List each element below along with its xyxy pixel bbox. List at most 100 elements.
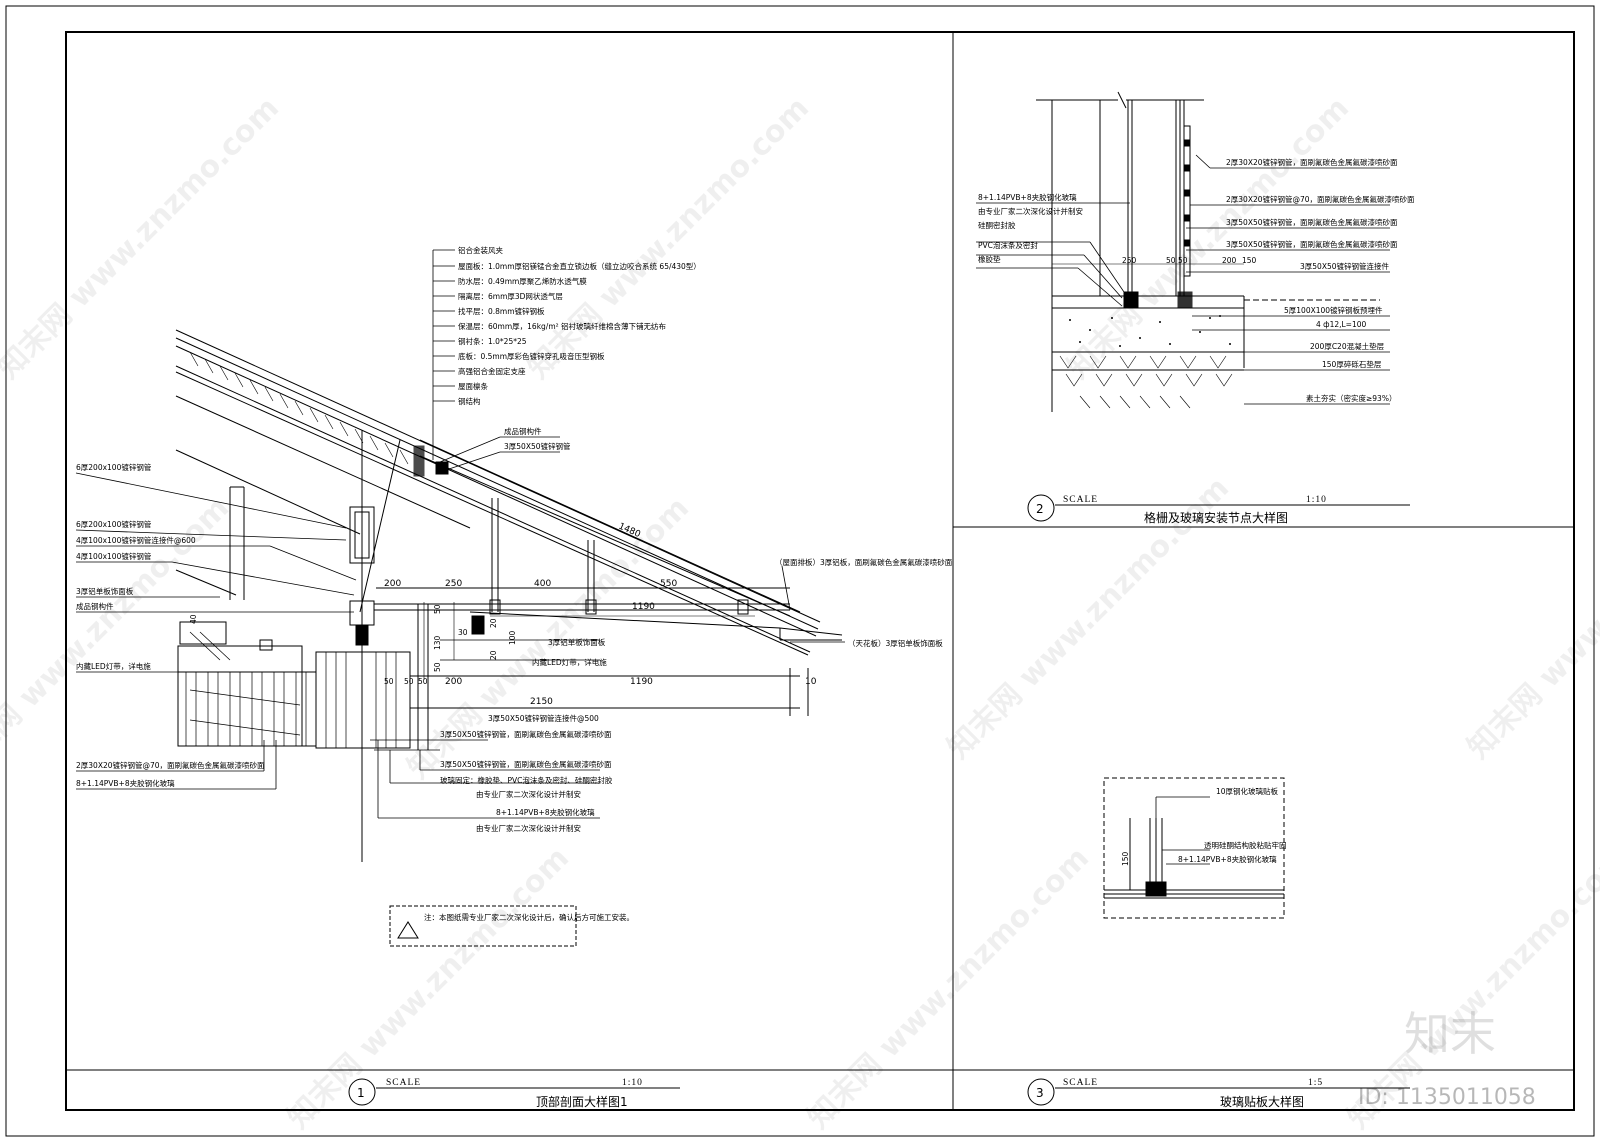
detail-3-scale-label: SCALE bbox=[1063, 1078, 1098, 1088]
dim: 50 bbox=[384, 677, 394, 686]
callout-label: （屋面排板）3厚铝板，面刷氟碳色金属氟碳漆喷砂面 bbox=[775, 557, 953, 567]
callout-label: 成品钢构件 bbox=[504, 426, 542, 436]
dim: 10 bbox=[805, 677, 817, 687]
dim: 150 bbox=[1242, 256, 1257, 265]
detail-1-title: 顶部剖面大样图1 bbox=[536, 1094, 628, 1109]
detail-1-mid-labels: 成品钢构件 3厚50X50镀锌钢管 3厚铝单板饰面板 内藏LED灯带，详电施 3… bbox=[440, 426, 613, 833]
detail-2-labels: 8+1.14PVB+8夹胶钢化玻璃 由专业厂家二次深化设计并制安 硅酮密封胶 P… bbox=[978, 157, 1415, 403]
callout-label: 2厚30X20镀锌钢管@70，面刷氟碳色金属氟碳漆喷砂面 bbox=[76, 760, 265, 770]
dim: 1190 bbox=[630, 677, 653, 687]
dim: 50 bbox=[404, 677, 414, 686]
detail-3-number: 3 bbox=[1036, 1086, 1044, 1100]
layer-label: 底板：0.5mm厚彩色镀锌穿孔吸音压型钢板 bbox=[458, 351, 605, 361]
callout-label: 由专业厂家二次深化设计并制安 bbox=[476, 823, 581, 833]
dim: 20 bbox=[489, 650, 498, 660]
callout-label: 200厚C20混凝土垫层 bbox=[1310, 341, 1385, 351]
watermark-text: 知末网 www.znzmo.com bbox=[521, 91, 816, 386]
callout-label: 3厚50X50镀锌钢管连接件@500 bbox=[488, 713, 599, 723]
callout-label: 3厚50X50镀锌钢管，面刷氟碳色金属氟碳漆喷砂面 bbox=[440, 759, 612, 769]
dim: 40 bbox=[189, 614, 198, 624]
dim: 200 bbox=[384, 579, 401, 589]
detail-3-drawing bbox=[348, 777, 1410, 1106]
callout-label: 玻璃固定：橡胶垫、PVC泡沫条及密封、硅酮密封胶 bbox=[440, 775, 613, 785]
dim: 250 bbox=[1122, 256, 1137, 265]
callout-label: 由专业厂家二次深化设计并制安 bbox=[476, 789, 581, 799]
callout-label: PVC泡沫条及密封 bbox=[978, 240, 1038, 250]
watermark-text: 知末网 www.znzmo.com bbox=[941, 471, 1236, 766]
callout-label: 素土夯实（密实度≥93%） bbox=[1306, 393, 1396, 403]
dim: 400 bbox=[534, 579, 551, 589]
callout-label: 10厚钢化玻璃贴板 bbox=[1216, 786, 1279, 796]
layer-label: 屋面板：1.0mm厚铝镁锰合金直立锁边板（缝立边咬合系统 65/430型） bbox=[458, 261, 701, 271]
outer-border bbox=[5, 5, 1595, 1137]
callout-label: 4厚100x100镀锌钢管连接件@600 bbox=[76, 535, 196, 545]
callout-label: 透明硅酮结构胶粘贴牢固 bbox=[1204, 840, 1287, 850]
callout-label: （天花板）3厚铝单板饰面板 bbox=[848, 638, 943, 648]
callout-label: 2厚30X20镀锌钢管@70，面刷氟碳色金属氟碳漆喷砂面 bbox=[1226, 194, 1415, 204]
dim: 50 bbox=[1166, 256, 1176, 265]
brand-logo: 知末 bbox=[1404, 1007, 1496, 1061]
detail-1-left-labels: 6厚200x100镀锌钢管 6厚200x100镀锌钢管 4厚100x100镀锌钢… bbox=[76, 462, 265, 788]
detail-1-scale-label: SCALE bbox=[386, 1078, 421, 1088]
callout-label: 内藏LED灯带，详电施 bbox=[532, 657, 607, 667]
callout-label: 5厚100X100镀锌钢板预埋件 bbox=[1284, 305, 1383, 315]
dim: 200 bbox=[1222, 256, 1237, 265]
dim: 50 bbox=[433, 604, 442, 614]
drawing-frame bbox=[65, 31, 1575, 1111]
callout-label: 橡胶垫 bbox=[978, 254, 1001, 264]
layer-label: 铝合金装风夹 bbox=[458, 245, 503, 255]
detail-3-scale-value: 1:5 bbox=[1308, 1078, 1323, 1088]
watermark-text: 知末网 www.znzmo.com bbox=[1461, 471, 1600, 766]
detail-1-drawing bbox=[75, 249, 845, 947]
callout-label: 8+1.14PVB+8夹胶钢化玻璃 bbox=[978, 192, 1077, 202]
watermark-text: 知末网 www.znzmo.com bbox=[401, 491, 696, 786]
detail-2-title: 格栅及玻璃安装节点大样图 bbox=[1144, 510, 1288, 525]
detail-3-title: 玻璃贴板大样图 bbox=[1220, 1094, 1304, 1109]
callout-label: 3厚50X50镀锌钢管，面刷氟碳色金属氟碳漆喷砂面 bbox=[1226, 217, 1398, 227]
detail-1-number: 1 bbox=[357, 1086, 365, 1100]
dim: 50 bbox=[1178, 256, 1188, 265]
layer-label: 屋面檩条 bbox=[458, 381, 488, 391]
watermark-text: 知末网 www.znzmo.com bbox=[0, 491, 236, 786]
layer-label: 钢结构 bbox=[458, 396, 481, 406]
construction-note: 注：本图纸需专业厂家二次深化设计后，确认后方可施工安装。 bbox=[424, 912, 634, 922]
dim: 150 bbox=[1121, 851, 1130, 866]
dim: 100 bbox=[508, 630, 517, 645]
callout-label: 8+1.14PVB+8夹胶钢化玻璃 bbox=[1178, 854, 1277, 864]
callout-label: 硅酮密封胶 bbox=[978, 220, 1016, 230]
callout-label: 成品钢构件 bbox=[76, 601, 114, 611]
detail-3-labels: 10厚钢化玻璃贴板 透明硅酮结构胶粘贴牢固 8+1.14PVB+8夹胶钢化玻璃 … bbox=[1121, 786, 1287, 866]
callout-label: 4 ф12,L=100 bbox=[1316, 320, 1367, 329]
watermark-text: 知末网 www.znzmo.com bbox=[281, 841, 576, 1136]
callout-label: 3厚50X50镀锌钢管，面刷氟碳色金属氟碳漆喷砂面 bbox=[1226, 239, 1398, 249]
detail-2-scale-label: SCALE bbox=[1063, 495, 1098, 505]
callout-label: 3厚铝单板饰面板 bbox=[548, 637, 606, 647]
callout-label: 由专业厂家二次深化设计并制安 bbox=[978, 206, 1083, 216]
callout-label: 8+1.14PVB+8夹胶钢化玻璃 bbox=[76, 778, 175, 788]
dim: 200 bbox=[445, 677, 462, 687]
detail-1-layer-labels: 铝合金装风夹 屋面板：1.0mm厚铝镁锰合金直立锁边板（缝立边咬合系统 65/4… bbox=[458, 245, 701, 406]
callout-label: 内藏LED灯带，详电施 bbox=[76, 661, 151, 671]
image-id: ID: 1135011058 bbox=[1358, 1085, 1536, 1110]
callout-label: 3厚50X50镀锌钢管，面刷氟碳色金属氟碳漆喷砂面 bbox=[440, 729, 612, 739]
detail-1-scale-value: 1:10 bbox=[622, 1078, 643, 1088]
callout-label: 3厚50X50镀锌钢管连接件 bbox=[1300, 261, 1389, 271]
detail-2-scale-value: 1:10 bbox=[1306, 495, 1327, 505]
detail-2-number: 2 bbox=[1036, 502, 1044, 516]
watermark-text: 知末网 www.znzmo.com bbox=[0, 91, 286, 386]
dim: 50 bbox=[433, 662, 442, 672]
layer-label: 高强铝合金固定支座 bbox=[458, 366, 526, 376]
layer-label: 钢衬条：1.0*25*25 bbox=[458, 336, 527, 346]
layer-label: 保温层：60mm厚，16kg/m² 铝衬玻璃纤维棉含薄下铺无纺布 bbox=[458, 321, 667, 331]
watermark-text: 知末网 www.znzmo.com bbox=[801, 841, 1096, 1136]
dim: 550 bbox=[660, 579, 677, 589]
detail-1-right-labels: （屋面排板）3厚铝板，面刷氟碳色金属氟碳漆喷砂面 （天花板）3厚铝单板饰面板 bbox=[775, 557, 953, 648]
dim: 130 bbox=[433, 635, 442, 650]
callout-label: 4厚100x100镀锌钢管 bbox=[76, 551, 152, 561]
callout-label: 150厚碎砾石垫层 bbox=[1322, 359, 1382, 369]
callout-label: 2厚30X20镀锌钢管，面刷氟碳色金属氟碳漆喷砂面 bbox=[1226, 157, 1398, 167]
callout-label: 3厚50X50镀锌钢管 bbox=[504, 441, 571, 451]
dim: 1190 bbox=[632, 602, 655, 612]
dim: 250 bbox=[445, 579, 462, 589]
